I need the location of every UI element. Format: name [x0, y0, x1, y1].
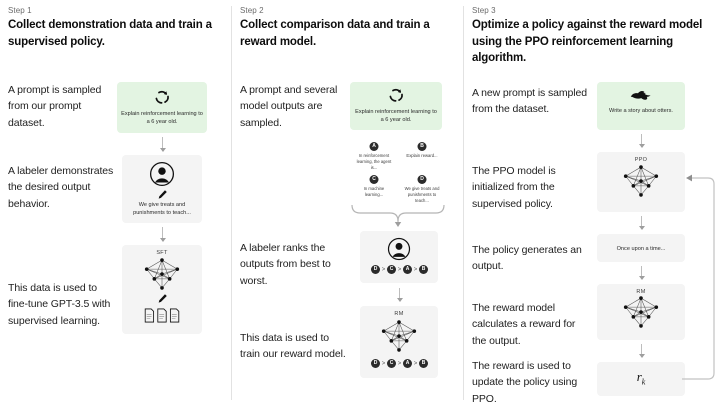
pencil-icon — [158, 294, 167, 303]
column-divider-1 — [231, 6, 232, 400]
otter-icon — [630, 91, 651, 100]
step-1-column: Step 1 Collect demonstration data and tr… — [0, 0, 232, 407]
neural-network-icon — [623, 165, 659, 197]
step-3-label: Step 3 — [472, 6, 496, 15]
step-3-rm-box: RM — [597, 284, 685, 340]
step-2-column: Step 2 Collect comparison data and train… — [232, 0, 464, 407]
rm-rank-sep-1: > — [381, 360, 386, 367]
step-2-caption-3: This data is used to train our reward mo… — [240, 332, 346, 361]
step-3-prompt-box: Write a story about otters. — [597, 82, 685, 130]
step-3-rm-title: RM — [636, 289, 646, 295]
step-1-arrow-1 — [159, 137, 166, 152]
step-2-output-b: B Explain reward... — [400, 139, 444, 169]
neural-network-icon — [381, 320, 417, 352]
step-1-prompt-text: Explain reinforcement learning to a 6 ye… — [121, 111, 203, 126]
step-2-ranker-box: D > C > A > B — [360, 231, 438, 283]
step-3-reward-box: rk — [597, 362, 685, 396]
badge-c: C — [369, 175, 379, 184]
step-2-output-d-text: We give treats and punishments to teach.… — [404, 186, 440, 204]
neural-network-icon — [144, 258, 180, 290]
step-3-arrow-2 — [638, 216, 645, 230]
step-2-output-a: A In reinforcement learning, the agent i… — [352, 139, 396, 171]
step-3-ppo-title: PPO — [634, 157, 648, 163]
neural-network-icon — [623, 296, 659, 328]
step-1-caption-2: A labeler demonstrates the desired outpu… — [8, 165, 114, 210]
labeler-icon — [387, 237, 411, 261]
step-1-caption-1: A prompt is sampled from our prompt data… — [8, 84, 102, 129]
step-3-ppo-box: PPO — [597, 152, 685, 212]
step-3-title: Optimize a policy against the reward mod… — [472, 19, 703, 65]
rank-1: D — [371, 265, 380, 274]
pencil-icon — [158, 190, 167, 199]
step-3-output-box: Once upon a time... — [597, 234, 685, 262]
step-2-rm-box: RM D > C — [360, 306, 438, 378]
reward-subscript: k — [641, 377, 646, 387]
step-2-output-d: D We give treats and punishments to teac… — [400, 172, 444, 204]
step-3-arrow-1 — [638, 134, 645, 148]
step-2-ranking: D > C > A > B — [371, 265, 428, 274]
rm-rank-sep-2: > — [397, 360, 402, 367]
step-1-title: Collect demonstration data and train a s… — [8, 19, 212, 48]
step-1-caption-3: This data is used to fine-tune GPT-3.5 w… — [8, 282, 111, 327]
step-3-caption-5: The reward is used to update the policy … — [472, 360, 578, 405]
step-3-caption-4: The reward model calculates a reward for… — [472, 302, 576, 347]
column-divider-2 — [463, 6, 464, 400]
rank-3: A — [403, 265, 412, 274]
step-1-label: Step 1 — [8, 6, 32, 15]
step-2-rm-title: RM — [394, 311, 404, 317]
step-1-arrow-2 — [159, 227, 166, 242]
step-3-caption-3: The policy generates an output. — [472, 244, 582, 273]
badge-b: B — [417, 142, 427, 151]
step-2-prompt-text: Explain reinforcement learning to a 6 ye… — [355, 109, 437, 124]
recycle-icon — [389, 88, 403, 102]
step-1-prompt-box: Explain reinforcement learning to a 6 ye… — [117, 82, 207, 133]
step-1-labeler-box: We give treats and punishments to teach.… — [122, 155, 202, 223]
step-2-prompt-box: Explain reinforcement learning to a 6 ye… — [350, 82, 442, 130]
step-2-caption-2: A labeler ranks the outputs from best to… — [240, 242, 331, 287]
labeler-icon — [149, 161, 175, 187]
step-1-labeler-text: We give treats and punishments to teach.… — [133, 202, 191, 217]
step-2-output-b-text: Explain reward... — [406, 153, 438, 158]
rm-rank-4: B — [419, 359, 428, 368]
merge-brace — [351, 204, 445, 227]
step-1-sft-box: SFT — [122, 245, 202, 334]
step-2-label: Step 2 — [240, 6, 264, 15]
step-3-arrow-4 — [638, 344, 645, 358]
step-2-title: Collect comparison data and train a rewa… — [240, 19, 430, 48]
badge-d: D — [417, 175, 427, 184]
badge-a: A — [369, 142, 379, 151]
step-3-prompt-text: Write a story about otters. — [609, 108, 673, 114]
step-3-caption-2: The PPO model is initialized from the su… — [472, 165, 556, 210]
rm-rank-2: C — [387, 359, 396, 368]
step-3-column: Step 3 Optimize a policy against the rew… — [464, 0, 720, 407]
rm-rank-3: A — [403, 359, 412, 368]
ppo-feedback-loop — [682, 174, 715, 380]
step-3-caption-1: A new prompt is sampled from the dataset… — [472, 87, 588, 116]
step-2-arrow-1 — [396, 288, 403, 302]
rank-sep-3: > — [413, 266, 418, 273]
documents-icon — [144, 308, 180, 323]
step-2-rm-ranking: D > C > A > B — [371, 359, 428, 368]
step-2-output-c: C In machine learning... — [352, 172, 396, 202]
rm-rank-1: D — [371, 359, 380, 368]
step-2-output-c-text: In machine learning... — [363, 186, 385, 198]
rank-2: C — [387, 265, 396, 274]
step-3-arrow-3 — [638, 266, 645, 280]
rm-rank-sep-3: > — [413, 360, 418, 367]
reward-symbol: r — [636, 369, 642, 384]
rank-4: B — [419, 265, 428, 274]
step-3-reward-formula: rk — [597, 369, 685, 387]
rank-sep-2: > — [397, 266, 402, 273]
recycle-icon — [155, 90, 169, 104]
rank-sep-1: > — [381, 266, 386, 273]
step-2-output-a-text: In reinforcement learning, the agent is.… — [356, 153, 392, 171]
step-2-caption-1: A prompt and several model outputs are s… — [240, 84, 338, 129]
step-1-sft-title: SFT — [156, 250, 168, 256]
step-3-output-text: Once upon a time... — [616, 246, 666, 252]
